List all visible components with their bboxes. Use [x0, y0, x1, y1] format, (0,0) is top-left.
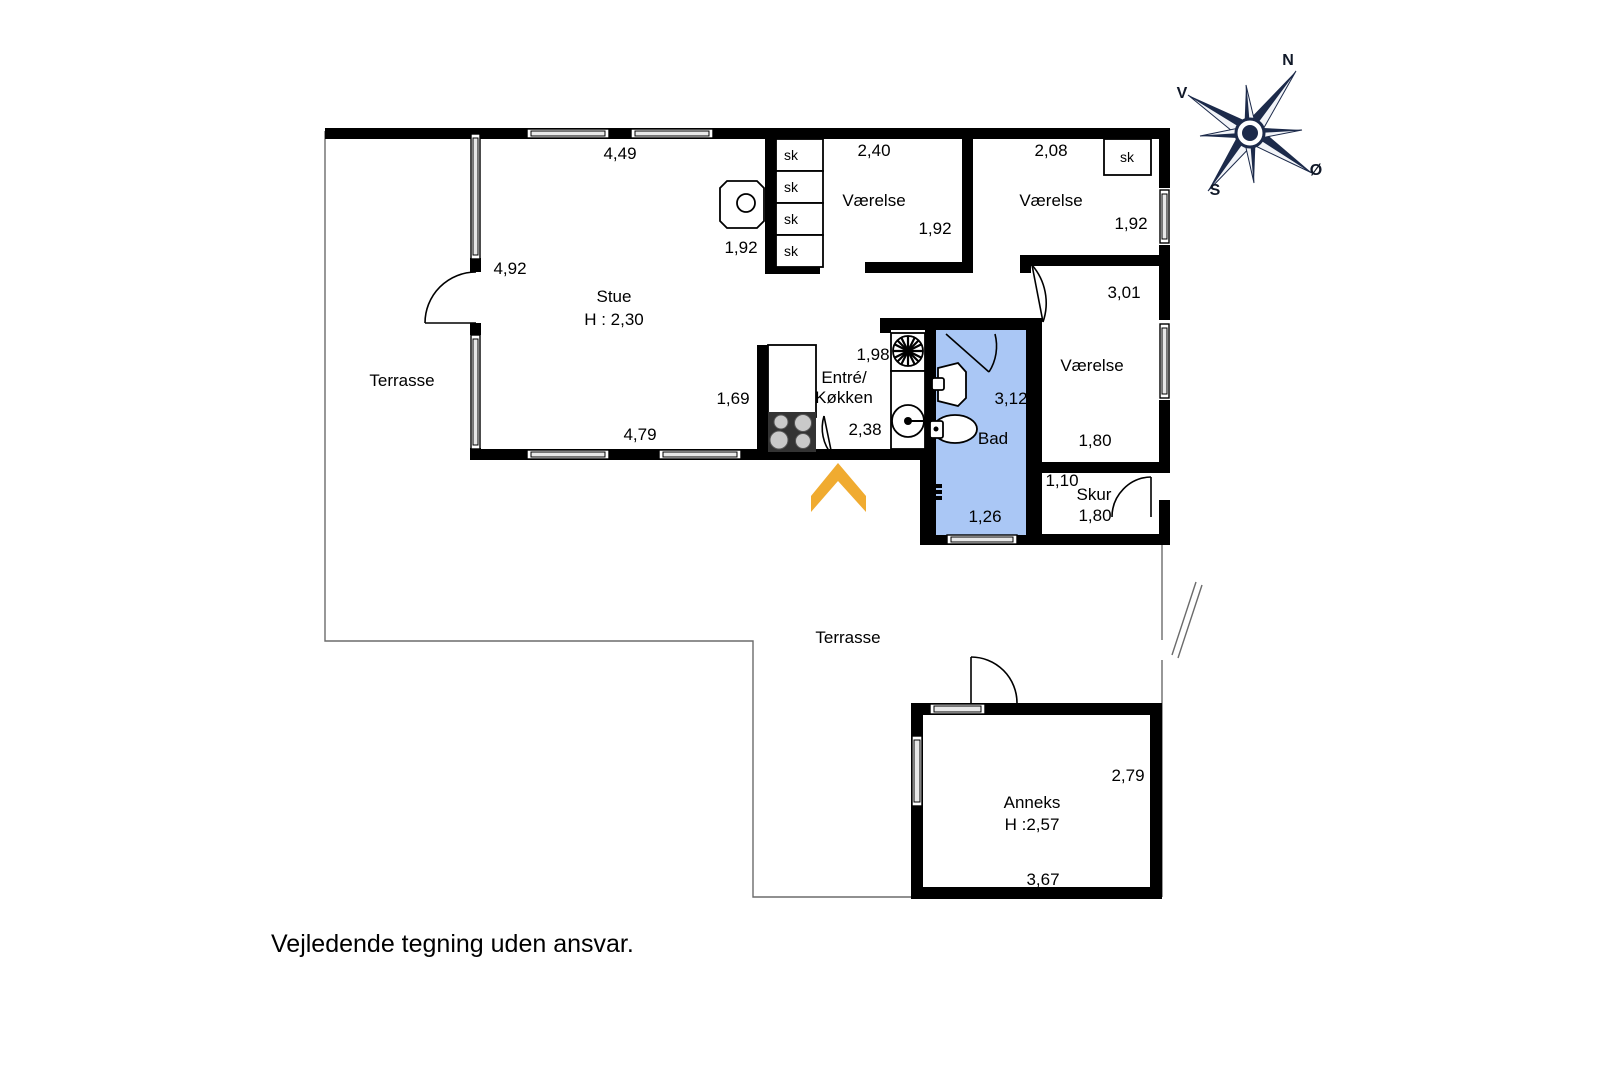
dim-v3-bottom: 1,80 [1078, 431, 1111, 450]
entrance-arrow [811, 463, 866, 512]
dim-anneks-bottom: 3,67 [1026, 870, 1059, 889]
stue-patio-door [424, 271, 477, 324]
label-anneks-height: H :2,57 [1005, 815, 1060, 834]
stue-top-windows [526, 128, 714, 139]
stue-left-windows [470, 133, 481, 450]
toilet-icon [929, 414, 978, 444]
label-skur: Skur [1077, 485, 1112, 504]
label-vaerelse-2: Værelse [1019, 191, 1082, 210]
dim-kitchen-inner: 1,98 [856, 345, 889, 364]
label-stue: Stue [597, 287, 632, 306]
label-entre-line2: Køkken [815, 388, 873, 407]
compass-west-label: V [1177, 85, 1188, 102]
dim-v3-top: 3,01 [1107, 283, 1140, 302]
dim-stue-bottom: 4,79 [623, 425, 656, 444]
terrace-outlines [324, 131, 1203, 898]
label-bad: Bad [978, 429, 1008, 448]
closet-label-1: sk [784, 147, 799, 163]
label-stue-height: H : 2,30 [584, 310, 644, 329]
dim-bad-bottom: 1,26 [968, 507, 1001, 526]
label-terrasse-west: Terrasse [369, 371, 434, 390]
compass-south-label: S [1210, 182, 1221, 199]
dim-v2-right: 1,92 [1114, 214, 1147, 233]
dim-kitchen-bottom: 2,38 [848, 420, 881, 439]
label-entre-line1: Entré/ [821, 368, 867, 387]
entre-kokken [757, 318, 928, 456]
dim-skur-left: 1,10 [1045, 471, 1078, 490]
closet-label-4: sk [784, 243, 799, 259]
compass-rose: N V S Ø [1177, 52, 1323, 199]
dim-stue-top: 4,49 [603, 144, 636, 163]
washer-icon [890, 370, 928, 450]
bathroom [880, 318, 1038, 545]
vaerelse-1-walls [865, 128, 973, 273]
dim-bad-right: 3,12 [994, 389, 1027, 408]
right-exterior-windows [1159, 189, 1170, 399]
disclaimer-text: Vejledende tegning uden ansvar. [271, 930, 634, 958]
compass-north-label: N [1282, 52, 1294, 69]
label-vaerelse-3: Værelse [1060, 356, 1123, 375]
plumbing-icon [936, 484, 942, 500]
dim-v1-top: 2,40 [857, 141, 890, 160]
stue-bottom-windows [526, 449, 742, 460]
label-anneks: Anneks [1004, 793, 1061, 812]
vent-icon [890, 332, 926, 372]
closet-label-3: sk [784, 211, 799, 227]
vaerelse3-door [1031, 264, 1047, 323]
bathroom-sink-icon [931, 361, 967, 407]
dim-v2-top: 2,08 [1034, 141, 1067, 160]
room-labels: Terrasse Terrasse Stue H : 2,30 Værelse … [369, 191, 1123, 834]
dim-skur-bottom: 1,80 [1078, 506, 1111, 525]
label-terrasse-south: Terrasse [815, 628, 880, 647]
hall-closet-column: sk sk sk sk [765, 128, 824, 274]
dim-stue-left: 4,92 [493, 259, 526, 278]
dim-hall-width: 1,92 [724, 238, 757, 257]
anneks [911, 656, 1162, 899]
dim-v1-right: 1,92 [918, 219, 951, 238]
vaerelse-2-walls: sk [1020, 138, 1160, 273]
closet-label-2: sk [784, 179, 799, 195]
vaerelse2-closet-label: sk [1120, 149, 1135, 165]
label-vaerelse-1: Værelse [842, 191, 905, 210]
compass-east-label: Ø [1310, 162, 1322, 179]
dimension-labels: 4,49 4,92 4,79 1,92 1,69 2,38 1,98 2,40 … [493, 141, 1147, 889]
dim-anneks-right: 2,79 [1111, 766, 1144, 785]
stue-round-fixture [719, 180, 765, 229]
dim-kitchen-left: 1,69 [716, 389, 749, 408]
